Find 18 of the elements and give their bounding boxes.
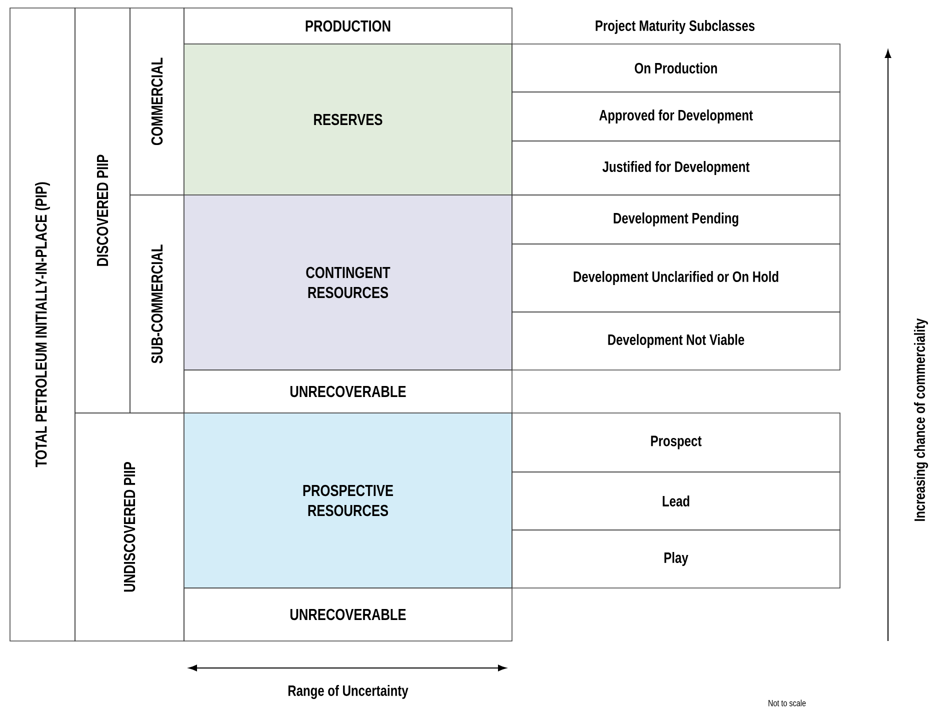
subclass-box: Approved for Development	[512, 92, 840, 142]
class-box: UNRECOVERABLE	[184, 588, 512, 642]
subclass-box: Development Not Viable	[512, 312, 840, 370]
subclass-box: Prospect	[512, 412, 840, 472]
subclass-box: Justified for Development	[512, 140, 840, 196]
class-band: TOTAL PETROLEUM INITIALLY-IN-PLACE (PIP)	[10, 8, 76, 642]
subclass-box: Development Pending	[512, 194, 840, 244]
subclass-box: Development Unclarified or On Hold	[512, 244, 840, 312]
axis-label: Range of Uncertainty	[288, 684, 408, 700]
class-box: PROSPECTIVE RESOURCES	[184, 412, 512, 588]
subclass-box: Lead	[512, 472, 840, 530]
class-box: CONTINGENT RESOURCES	[184, 194, 512, 370]
subclass-box: Play	[512, 530, 840, 588]
axis-label: Increasing chance of commerciality	[914, 318, 928, 521]
subclass-box: On Production	[512, 44, 840, 92]
note: Not to scale	[768, 700, 806, 706]
class-band: DISCOVERED PIIP	[74, 8, 130, 414]
class-box: RESERVES	[184, 44, 512, 196]
